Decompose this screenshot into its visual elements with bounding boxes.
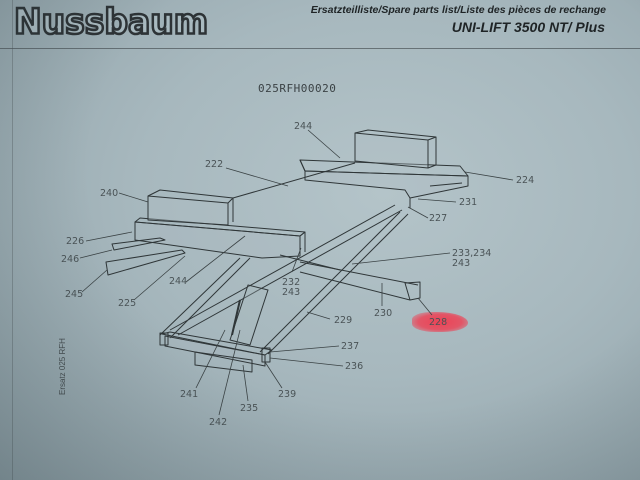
part-label-232: 232 — [282, 277, 301, 288]
part-label-229: 229 — [334, 315, 353, 326]
highlight-marker — [412, 312, 468, 332]
arm-230 — [279, 254, 421, 301]
part-label-244a: 244 — [294, 121, 313, 132]
part-label-233_234: 233,234 — [452, 248, 492, 259]
model-title: UNI-LIFT 3500 NT/ Plus — [451, 19, 605, 35]
front-block — [147, 189, 234, 226]
part-label-245: 245 — [65, 289, 84, 300]
part-label-246: 246 — [61, 254, 80, 265]
part-label-231: 231 — [459, 197, 478, 208]
header-divider — [0, 48, 640, 49]
part-label-235: 235 — [240, 403, 259, 414]
front-platform — [134, 217, 306, 259]
rear-block — [354, 129, 437, 169]
part-label-243b: 243 — [282, 287, 301, 298]
part-label-237: 237 — [341, 341, 360, 352]
part-label-239: 239 — [278, 389, 297, 400]
extension-ramps — [105, 237, 186, 276]
drawing-code: 025RFH00020 — [258, 82, 337, 95]
nussbaum-logo: Nussbaum — [13, 0, 210, 43]
margin-rule — [12, 0, 13, 480]
part-label-241: 241 — [180, 389, 199, 400]
part-label-226: 226 — [66, 236, 85, 247]
part-label-225: 225 — [118, 298, 137, 309]
part-label-224: 224 — [516, 175, 535, 186]
part-label-243a: 243 — [452, 258, 471, 269]
leader-lines — [79, 129, 514, 416]
rear-platform — [299, 159, 469, 208]
base-frame — [159, 331, 273, 373]
hydraulic-cylinder — [229, 284, 269, 346]
part-label-228: 228 — [429, 317, 448, 328]
part-label-240: 240 — [100, 188, 119, 199]
part-label-244b: 244 — [169, 276, 188, 287]
part-label-230: 230 — [374, 308, 393, 319]
part-label-236: 236 — [345, 361, 364, 372]
part-label-222: 222 — [205, 159, 224, 170]
scissor-arms — [159, 204, 409, 355]
part-label-227: 227 — [429, 213, 448, 224]
document-subtitle: Ersatzteilliste/Spare parts list/Liste d… — [310, 4, 606, 16]
part-label-242: 242 — [209, 417, 228, 428]
